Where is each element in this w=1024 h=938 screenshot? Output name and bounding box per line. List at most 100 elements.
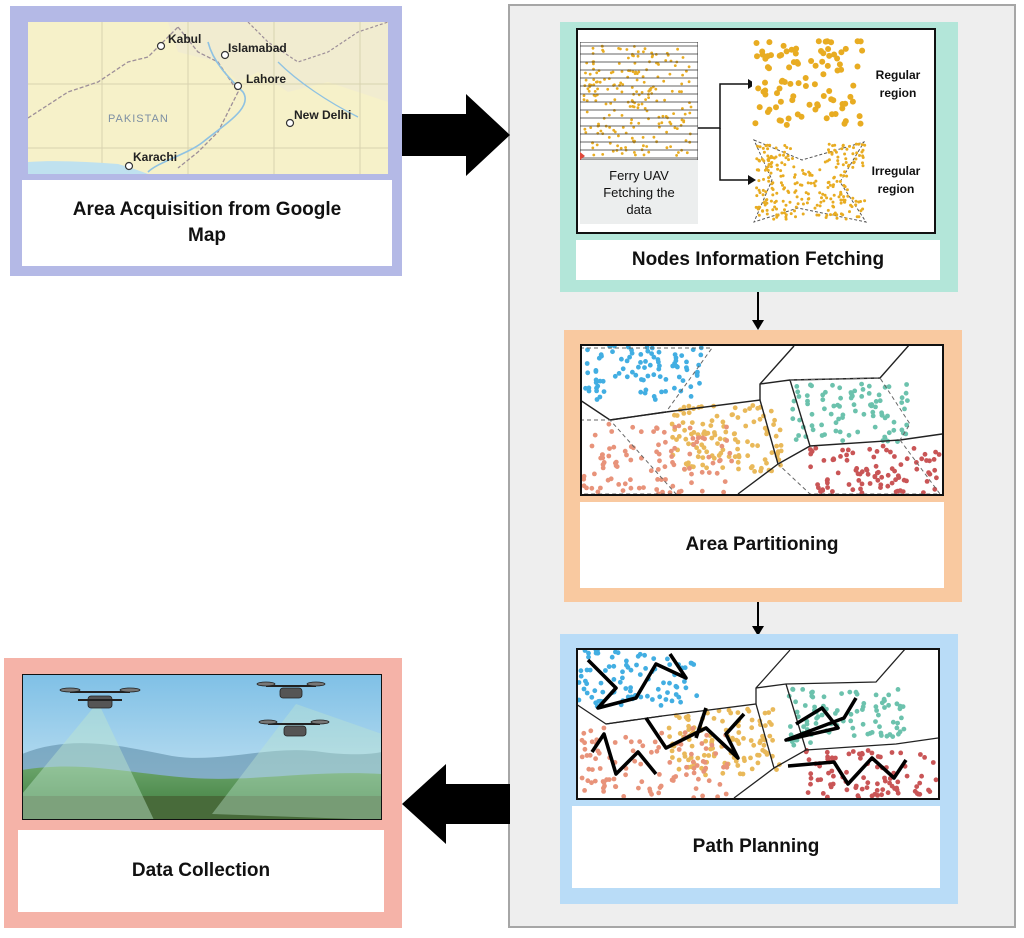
sensor-node-dot — [857, 142, 861, 146]
sensor-node-dot — [827, 180, 831, 184]
sensor-node-dot — [825, 485, 830, 490]
map-caption-line1: Area Acquisition from Google — [72, 199, 342, 220]
sensor-node-dot — [844, 787, 850, 793]
sensor-node-dot — [789, 147, 792, 151]
sensor-node-dot — [808, 58, 815, 64]
sensor-node-dot — [833, 428, 839, 434]
sensor-node-dot — [694, 445, 699, 451]
sensor-node-dot — [672, 352, 678, 357]
sensor-node-dot — [813, 206, 817, 210]
sensor-node-dot — [687, 425, 693, 431]
sensor-node-dot — [623, 686, 629, 691]
sensor-node-dot — [860, 150, 864, 154]
sensor-node-dot — [736, 741, 742, 746]
sensor-node-dot — [761, 742, 767, 748]
sensor-node-dot — [864, 466, 869, 472]
sensor-node-dot — [813, 445, 819, 451]
sensor-node-dot — [773, 433, 779, 439]
sensor-node-dot — [860, 387, 866, 392]
sensor-node-dot — [584, 753, 590, 758]
sensor-node-dot — [835, 402, 841, 408]
sensor-node-dot — [834, 165, 838, 169]
sensor-node-dot — [781, 183, 784, 187]
sensor-node-dot — [764, 460, 769, 466]
sensor-node-dot — [735, 459, 741, 465]
sensor-node-dot — [842, 198, 845, 202]
sensor-node-dot — [820, 50, 827, 57]
down-arrow-icon — [752, 600, 764, 636]
sensor-node-dot — [591, 146, 595, 150]
sensor-node-dot — [835, 179, 839, 183]
sensor-node-dot — [869, 750, 875, 756]
sensor-node-dot — [835, 216, 839, 220]
sensor-node-dot — [834, 67, 841, 74]
sensor-node-dot — [859, 469, 865, 475]
sensor-node-dot — [861, 207, 865, 211]
sensor-node-dot — [682, 730, 688, 735]
sensor-node-dot — [758, 159, 761, 163]
sensor-node-dot — [853, 408, 858, 414]
sensor-node-dot — [804, 191, 808, 195]
sensor-node-dot — [628, 685, 633, 690]
sensor-node-dot — [654, 487, 660, 492]
sensor-node-dot — [861, 154, 865, 158]
sensor-node-dot — [826, 52, 833, 59]
sensor-node-dot — [749, 725, 755, 731]
sensor-node-dot — [852, 161, 856, 165]
sensor-node-dot — [858, 486, 863, 492]
sensor-node-dot — [880, 443, 886, 449]
sensor-node-dot — [789, 212, 793, 216]
sensor-node-dot — [835, 470, 841, 476]
sensor-node-dot — [826, 208, 830, 212]
sensor-node-dot — [607, 136, 611, 139]
sensor-node-dot — [772, 417, 777, 423]
sensor-node-dot — [700, 793, 705, 799]
sensor-node-dot — [683, 685, 689, 691]
sensor-node-dot — [859, 786, 865, 792]
sensor-node-dot — [645, 693, 650, 699]
sensor-node-dot — [852, 388, 858, 394]
sensor-node-dot — [649, 351, 654, 356]
sensor-node-dot — [660, 121, 664, 125]
sensor-node-dot — [777, 98, 784, 105]
path-diagram — [576, 648, 940, 800]
sensor-node-dot — [808, 781, 813, 787]
sensor-node-dot — [784, 203, 788, 207]
sensor-node-dot — [806, 192, 810, 196]
sensor-node-dot — [808, 775, 814, 781]
sensor-node-dot — [900, 704, 906, 709]
sensor-node-dot — [775, 191, 779, 195]
sensor-node-dot — [633, 72, 637, 75]
ferry-label-line2: Fetching the — [603, 184, 675, 200]
sensor-node-dot — [735, 446, 740, 452]
sensor-node-dot — [901, 726, 907, 732]
sensor-node-dot — [601, 780, 607, 785]
sensor-node-dot — [764, 144, 768, 148]
sensor-node-dot — [638, 429, 644, 435]
sensor-node-dot — [643, 387, 649, 393]
sensor-node-dot — [843, 152, 847, 156]
sensor-node-dot — [679, 353, 685, 358]
sensor-node-dot — [872, 474, 878, 480]
sensor-node-dot — [764, 750, 770, 756]
sensor-node-dot — [665, 656, 670, 662]
city-label: Lahore — [246, 72, 286, 86]
sensor-node-dot — [586, 388, 592, 394]
sensor-node-dot — [849, 98, 856, 105]
sensor-node-dot — [755, 760, 761, 766]
sensor-node-dot — [741, 755, 747, 761]
sensor-node-dot — [886, 384, 892, 390]
sensor-node-dot — [860, 721, 866, 727]
sensor-node-dot — [684, 359, 689, 365]
sensor-node-dot — [838, 49, 845, 56]
sensor-node-dot — [794, 384, 800, 389]
sensor-node-dot — [861, 411, 867, 417]
sensor-node-dot — [794, 709, 800, 715]
sensor-node-dot — [690, 759, 696, 765]
sensor-node-dot — [586, 87, 590, 91]
sensor-node-dot — [633, 45, 636, 48]
sensor-node-dot — [676, 47, 679, 51]
sensor-node-dot — [754, 53, 760, 60]
sensor-node-dot — [861, 161, 864, 165]
sensor-node-dot — [645, 373, 651, 379]
